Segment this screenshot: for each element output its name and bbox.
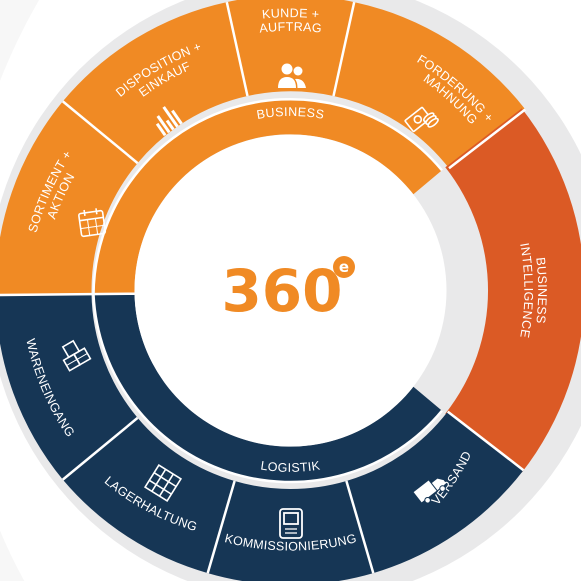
segment-kommissionierung[interactable] — [207, 481, 374, 581]
label-bi-line2: INTELLIGENCE — [517, 242, 535, 339]
label-kunde-line1: KUNDE + — [261, 6, 320, 21]
truck-icon — [413, 478, 447, 504]
people-icon — [278, 63, 306, 88]
center-superscript-badge — [333, 256, 355, 278]
segment-kunde-auftrag[interactable] — [226, 0, 355, 96]
calendar-icon — [78, 208, 107, 238]
ring-business — [93, 99, 442, 295]
label-bi-line1: BUSINESS — [533, 257, 549, 325]
segment-lagerhaltung[interactable] — [62, 417, 235, 574]
segment-sortiment-aktion[interactable] — [0, 101, 138, 296]
center-number: 360 — [221, 257, 342, 325]
shelf-icon — [143, 463, 183, 503]
segment-dividers — [0, 1, 527, 574]
segment-versand[interactable] — [346, 411, 524, 574]
center-superscript: e — [339, 258, 349, 276]
segment-disposition-einkauf[interactable] — [62, 2, 248, 164]
money-icon — [404, 106, 439, 133]
bar-chart-icon — [155, 106, 183, 137]
ring-label-logistik: LOGISTIK — [260, 458, 322, 474]
segment-business-intelligence[interactable] — [445, 108, 581, 473]
boxes-icon — [61, 339, 92, 372]
segment-forderung-mahnung[interactable] — [333, 2, 526, 169]
segment-wareneingang[interactable] — [0, 293, 138, 480]
label-kunde-line2: AUFTRAG — [259, 20, 323, 36]
ring-logistik — [93, 293, 442, 483]
ring-label-business: BUSINESS — [256, 105, 326, 122]
scanner-icon — [279, 508, 303, 539]
center-disc — [134, 134, 447, 447]
